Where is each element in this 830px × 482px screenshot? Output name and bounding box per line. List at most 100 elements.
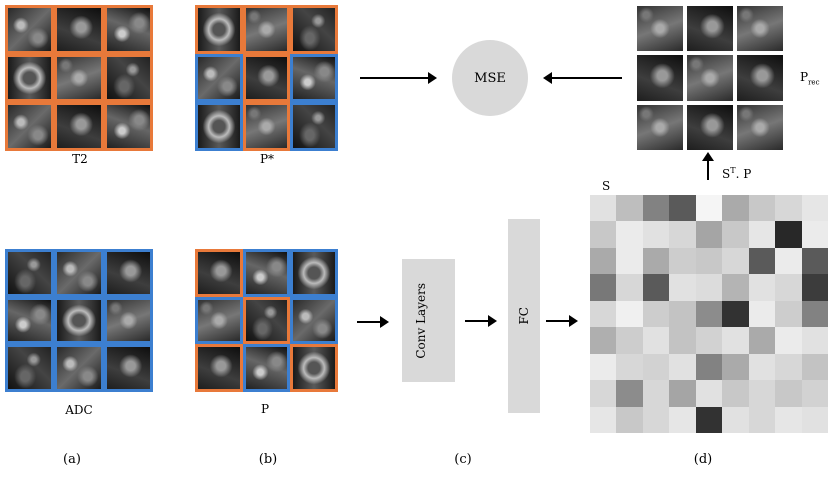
heatmap-cell [695, 195, 723, 222]
subfig-c-label: (c) [454, 452, 472, 467]
patch-image [245, 252, 288, 294]
heatmap-cell [669, 221, 696, 248]
patch-tile [103, 102, 153, 151]
heatmap-cell [642, 353, 670, 381]
patch-image [293, 8, 335, 51]
patch-tile [195, 102, 243, 151]
s-permutation-heatmap [590, 195, 828, 433]
heatmap-cell [590, 274, 617, 301]
patch-tile [290, 296, 338, 345]
patch-image [8, 105, 52, 148]
patch-tile [242, 5, 291, 54]
heatmap-cell [748, 353, 776, 381]
heatmap-cell [695, 353, 723, 381]
patch-tile [5, 102, 55, 151]
heatmap-cell [801, 380, 828, 407]
heatmap-cell [748, 195, 776, 222]
heatmap-cell [775, 274, 802, 301]
patch-image [106, 299, 150, 342]
heatmap-cell [722, 353, 749, 381]
s-label: S [602, 179, 611, 193]
patch-tile [195, 53, 243, 103]
heatmap-cell [695, 327, 723, 354]
patch-tile [54, 102, 104, 151]
heatmap-cell [590, 406, 617, 433]
up-arrow-head [702, 152, 714, 161]
patch-tile [195, 5, 243, 54]
p-rec-label: Prec [800, 70, 820, 87]
heatmap-cell [616, 406, 643, 433]
rec-patch-image [637, 6, 683, 52]
patch-image [106, 105, 150, 148]
patch-tile [5, 249, 55, 297]
adc-label: ADC [65, 403, 93, 417]
patch-image [293, 105, 335, 148]
patch-image [245, 105, 288, 148]
patch-tile [54, 296, 104, 345]
heatmap-cell [695, 406, 723, 433]
heatmap-cell [590, 353, 617, 381]
heatmap-cell [775, 327, 802, 354]
heatmap-cell [616, 195, 643, 222]
mse-label: MSE [474, 70, 506, 86]
heatmap-cell [801, 327, 828, 354]
subfig-d-label: (d) [693, 452, 713, 467]
heatmap-cell [801, 300, 828, 328]
fc-to-s-arrow [546, 315, 578, 327]
patch-image [8, 252, 52, 294]
heatmap-cell [722, 195, 749, 222]
fc-box: FC [508, 219, 540, 413]
heatmap-cell [669, 247, 696, 275]
rec-patch-image [737, 104, 783, 150]
heatmap-cell [695, 380, 723, 407]
rec-patch-image [737, 55, 783, 101]
p-label: P [260, 402, 270, 416]
heatmap-cell [722, 406, 749, 433]
patch-tile [103, 53, 153, 103]
conv-to-fc-arrow [465, 315, 497, 327]
patch-image [106, 347, 150, 389]
heatmap-cell [616, 353, 643, 381]
subfig-a-label: (a) [63, 452, 81, 467]
heatmap-cell [616, 327, 643, 354]
heatmap-cell [642, 380, 670, 407]
heatmap-cell [590, 247, 617, 275]
heatmap-cell [616, 247, 643, 275]
rec-patch-image [687, 55, 733, 101]
patch-image [198, 56, 240, 100]
heatmap-cell [801, 406, 828, 433]
heatmap-cell [590, 221, 617, 248]
patch-image [106, 56, 150, 100]
patch-image [57, 347, 101, 389]
patch-tile [290, 249, 338, 297]
up-arrow [707, 158, 709, 180]
heatmap-cell [775, 300, 802, 328]
patch-image [57, 8, 101, 51]
heatmap-cell [801, 274, 828, 301]
heatmap-cell [748, 247, 776, 275]
conv-layers-label: Conv Layers [413, 282, 428, 359]
patch-tile [5, 296, 55, 345]
patch-image [198, 252, 240, 294]
p-rec-patch-grid [637, 6, 783, 150]
heatmap-cell [642, 274, 670, 301]
heatmap-cell [616, 380, 643, 407]
prec-to-mse-arrow [543, 72, 622, 84]
heatmap-cell [642, 327, 670, 354]
heatmap-cell [669, 195, 696, 222]
patch-image [293, 347, 335, 389]
heatmap-cell [775, 380, 802, 407]
heatmap-cell [590, 300, 617, 328]
p-star-label: P* [259, 152, 275, 166]
patch-image [198, 8, 240, 51]
adc-patch-grid [5, 249, 153, 392]
patch-image [198, 347, 240, 389]
heatmap-cell [748, 300, 776, 328]
patch-tile [195, 344, 243, 392]
patch-tile [290, 344, 338, 392]
patch-image [57, 56, 101, 100]
patch-image [8, 347, 52, 389]
patch-tile [54, 5, 104, 54]
patch-tile [290, 102, 338, 151]
heatmap-cell [748, 380, 776, 407]
